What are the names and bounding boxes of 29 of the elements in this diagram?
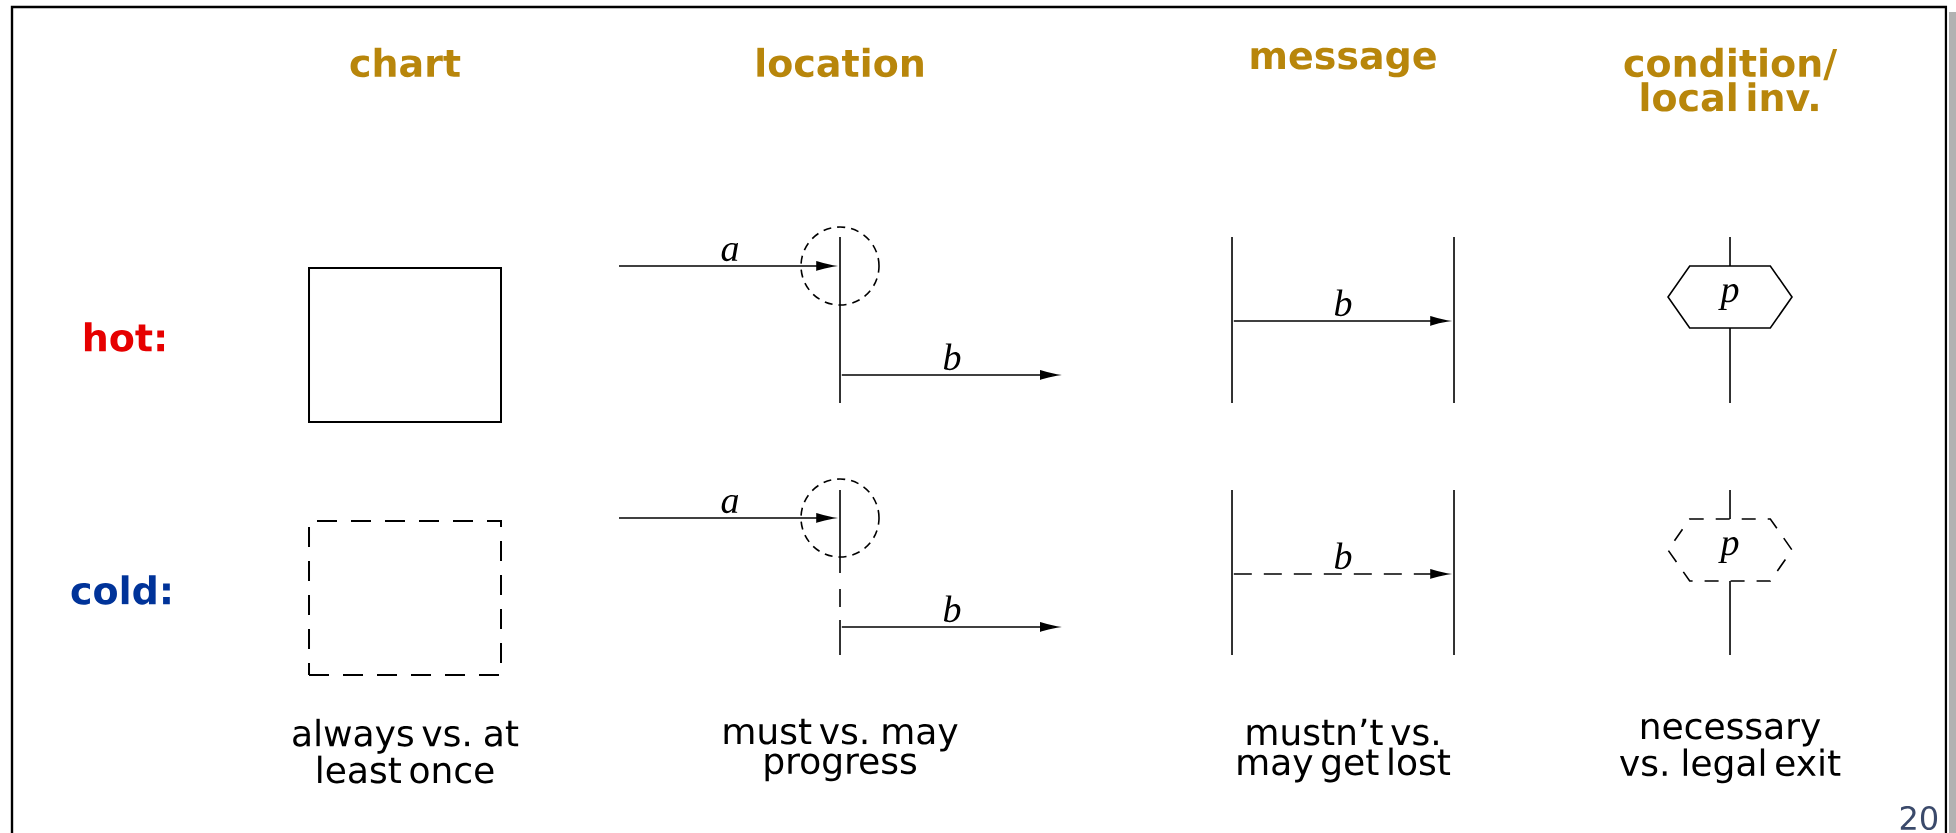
column-heading: message [1251, 47, 1436, 78]
condition-hexagon: p [1667, 236, 1793, 404]
edge-label: a [721, 242, 739, 262]
dashed-circle [800, 478, 880, 558]
lifeline [1231, 236, 1233, 404]
lifeline [1231, 489, 1233, 656]
edge-label: a [721, 494, 739, 514]
caption: must vs. may progress [724, 718, 958, 782]
caption: necessary vs. legal exit [1620, 718, 1841, 784]
chart-box [308, 520, 502, 676]
caption: always vs. at least once [293, 718, 519, 784]
row-label: cold: [71, 575, 170, 605]
lifeline [839, 489, 841, 656]
column-heading: condition/ local inv. [1624, 47, 1838, 112]
lifeline [839, 236, 841, 404]
condition-hexagon: p [1667, 489, 1793, 656]
lifeline [1453, 489, 1455, 656]
lifeline [1453, 236, 1455, 404]
column-heading: location [757, 47, 923, 78]
caption: mustn’t vs. may get lost [1238, 718, 1451, 783]
edge-label: b [1334, 542, 1352, 570]
column-heading: chart [350, 47, 461, 78]
edge-label: b [943, 343, 961, 371]
edge-label: b [1334, 289, 1352, 317]
dashed-circle [800, 226, 880, 306]
page-number: 20 [1900, 805, 1938, 831]
chart-box [308, 267, 502, 423]
edge-label: b [943, 595, 961, 623]
row-label: hot: [84, 322, 164, 352]
